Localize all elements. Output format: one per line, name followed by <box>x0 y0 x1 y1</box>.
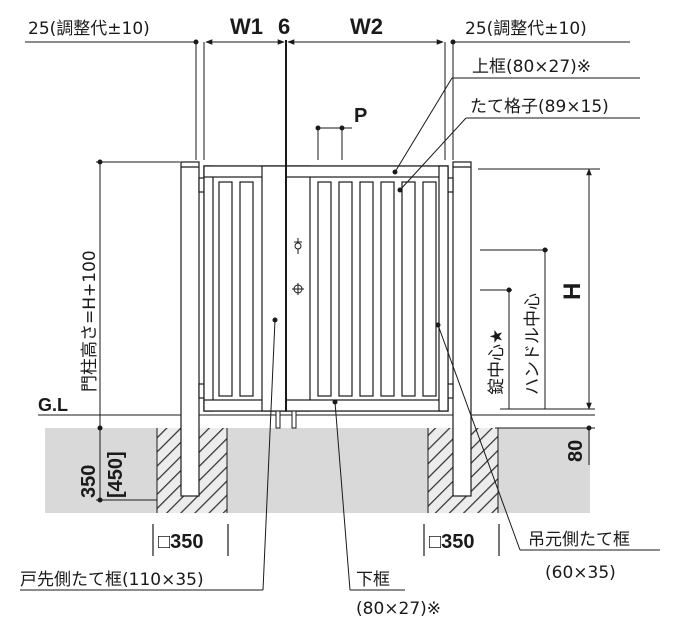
w2-label: W2 <box>350 14 383 39</box>
w1-label: W1 <box>230 14 263 39</box>
callout-leaders <box>20 77 660 591</box>
ground-line-label: G.L <box>38 395 68 415</box>
gate-foot-left <box>275 410 281 429</box>
top-rail-label: 上框(80×27)※ <box>472 57 591 77</box>
handle-center-label: ハンドル中心 <box>523 293 543 395</box>
right-dimensions <box>478 168 600 465</box>
handle-symbol <box>292 283 304 295</box>
ground-area <box>45 428 590 513</box>
depth-label: 350 <box>78 465 100 498</box>
gate-foot-right <box>291 410 297 429</box>
bottom-rail-size-label: (80×27)※ <box>356 599 441 619</box>
latch-stile-label: 戸先側たて框(110×35) <box>20 570 204 590</box>
pitch-label: P <box>354 105 367 127</box>
gate-leaf-right <box>285 165 449 412</box>
post-height-label: 門柱高さ=H+100 <box>80 250 100 392</box>
bottom-rail-label: 下框 <box>356 570 390 590</box>
vertical-slat-label: たて格子(89×15) <box>470 97 609 117</box>
depth-alt-label: [450] <box>105 451 127 498</box>
right-margin-label: 25(調整代±10) <box>465 19 587 39</box>
foundation-left-label: □350 <box>158 531 203 553</box>
lock-symbol <box>294 238 302 254</box>
gate-leaf-left <box>203 165 287 412</box>
clearance-label: 80 <box>565 440 587 462</box>
gap-label: 6 <box>278 14 290 39</box>
foundation-right-label: □350 <box>429 531 474 553</box>
foundation-size-brackets <box>152 524 500 556</box>
post-left <box>180 161 200 497</box>
lock-center-label: 錠中心★ <box>487 329 507 395</box>
post-right <box>452 161 472 497</box>
hinge-stile-label: 吊元側たて框 <box>528 530 630 550</box>
left-dimensions <box>38 159 180 503</box>
left-margin-label: 25(調整代±10) <box>28 19 150 39</box>
height-label: H <box>559 283 586 300</box>
hinge-stile-size-label: (60×35) <box>545 563 616 583</box>
